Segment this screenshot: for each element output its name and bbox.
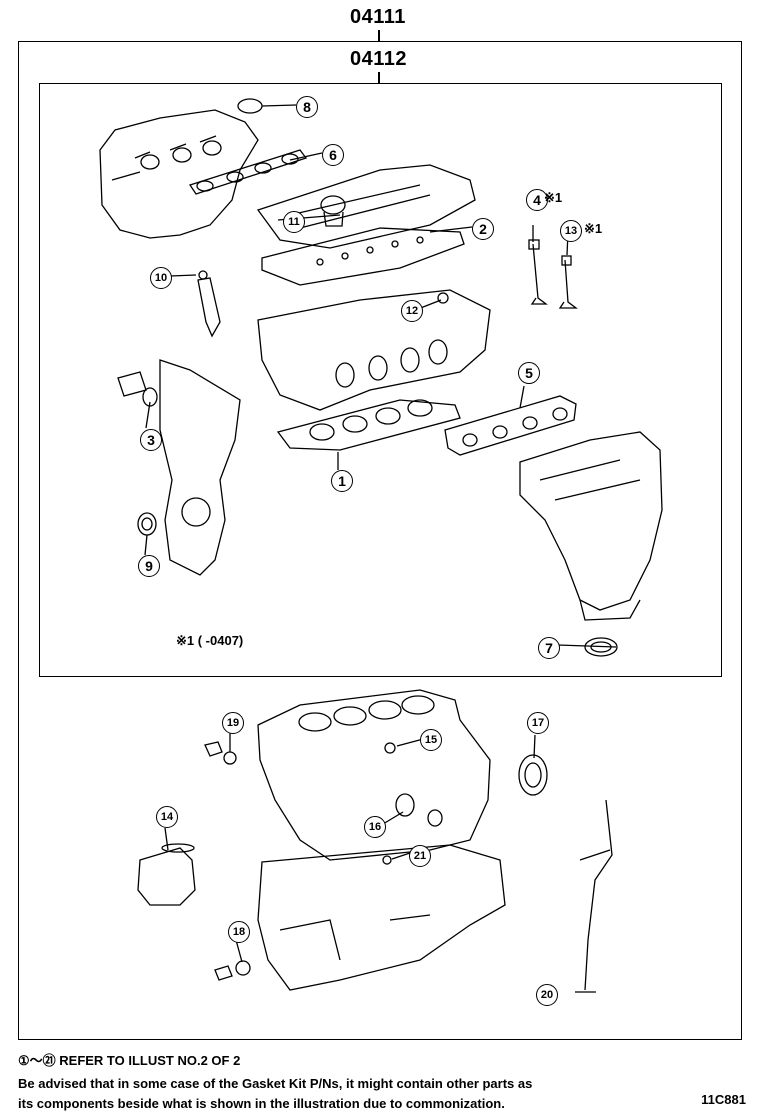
callout-12: 12 xyxy=(401,300,423,322)
oil-pan xyxy=(257,844,506,991)
cap-part xyxy=(237,98,263,114)
head-cover-gasket xyxy=(261,227,465,286)
callout-2: 2 xyxy=(472,218,494,240)
callout-13: 13 xyxy=(560,220,582,242)
inner-kit-frame xyxy=(39,83,722,677)
footnote-date-range: ※1 ( -0407) xyxy=(176,633,244,648)
leader-line xyxy=(378,72,380,84)
oil-filler-cap xyxy=(320,195,346,215)
exhaust-manifold-gasket xyxy=(444,395,577,456)
timing-chain-cover xyxy=(159,359,241,576)
callout-10: 10 xyxy=(150,267,172,289)
valve-part xyxy=(530,243,548,305)
oil-level-gauge xyxy=(584,799,613,991)
callout-18: 18 xyxy=(228,921,250,943)
injector xyxy=(197,277,221,338)
outer-kit-frame xyxy=(18,41,742,1040)
valve-part xyxy=(558,259,578,309)
commonization-note-line-1: Be advised that in some case of the Gask… xyxy=(18,1076,533,1091)
callout-1: 1 xyxy=(331,470,353,492)
refer-illustration-note: ①～㉑ REFER TO ILLUST NO.2 OF 2 xyxy=(18,1053,241,1068)
illustration-id: 11C881 xyxy=(701,1092,746,1107)
callout-9: 9 xyxy=(138,555,160,577)
kit-code-inner: 04112 xyxy=(350,48,408,70)
callout-4: 4 xyxy=(526,189,548,211)
cylinder-head-gasket xyxy=(276,399,461,451)
cylinder-head-cover xyxy=(256,164,476,249)
callout-8: 8 xyxy=(296,96,318,118)
rear-oil-seal xyxy=(518,754,548,796)
callout-17: 17 xyxy=(527,712,549,734)
exhaust-gasket-ring xyxy=(584,637,618,657)
cylinder-block xyxy=(257,689,491,861)
callout-20: 20 xyxy=(536,984,558,1006)
callout-3: 3 xyxy=(140,429,162,451)
asterisk-mark-4: ※1 xyxy=(544,190,563,205)
callout-7: 7 xyxy=(538,637,560,659)
cylinder-head xyxy=(257,289,491,411)
oil-seal xyxy=(137,512,157,536)
callout-6: 6 xyxy=(322,144,344,166)
intake-manifold-gasket xyxy=(188,149,308,195)
exhaust-manifold xyxy=(519,431,663,611)
kit-code-outer: 04111 xyxy=(350,6,406,28)
leader-line xyxy=(378,30,380,42)
callout-5: 5 xyxy=(518,362,540,384)
callout-21: 21 xyxy=(409,845,431,867)
callout-15: 15 xyxy=(420,729,442,751)
callout-14: 14 xyxy=(156,806,178,828)
callout-16: 16 xyxy=(364,816,386,838)
intake-manifold xyxy=(99,109,259,239)
asterisk-mark-13: ※1 xyxy=(584,221,603,236)
commonization-note-line-2: its components beside what is shown in t… xyxy=(18,1096,505,1111)
callout-11: 11 xyxy=(283,211,305,233)
oil-pump xyxy=(137,847,196,906)
callout-19: 19 xyxy=(222,712,244,734)
